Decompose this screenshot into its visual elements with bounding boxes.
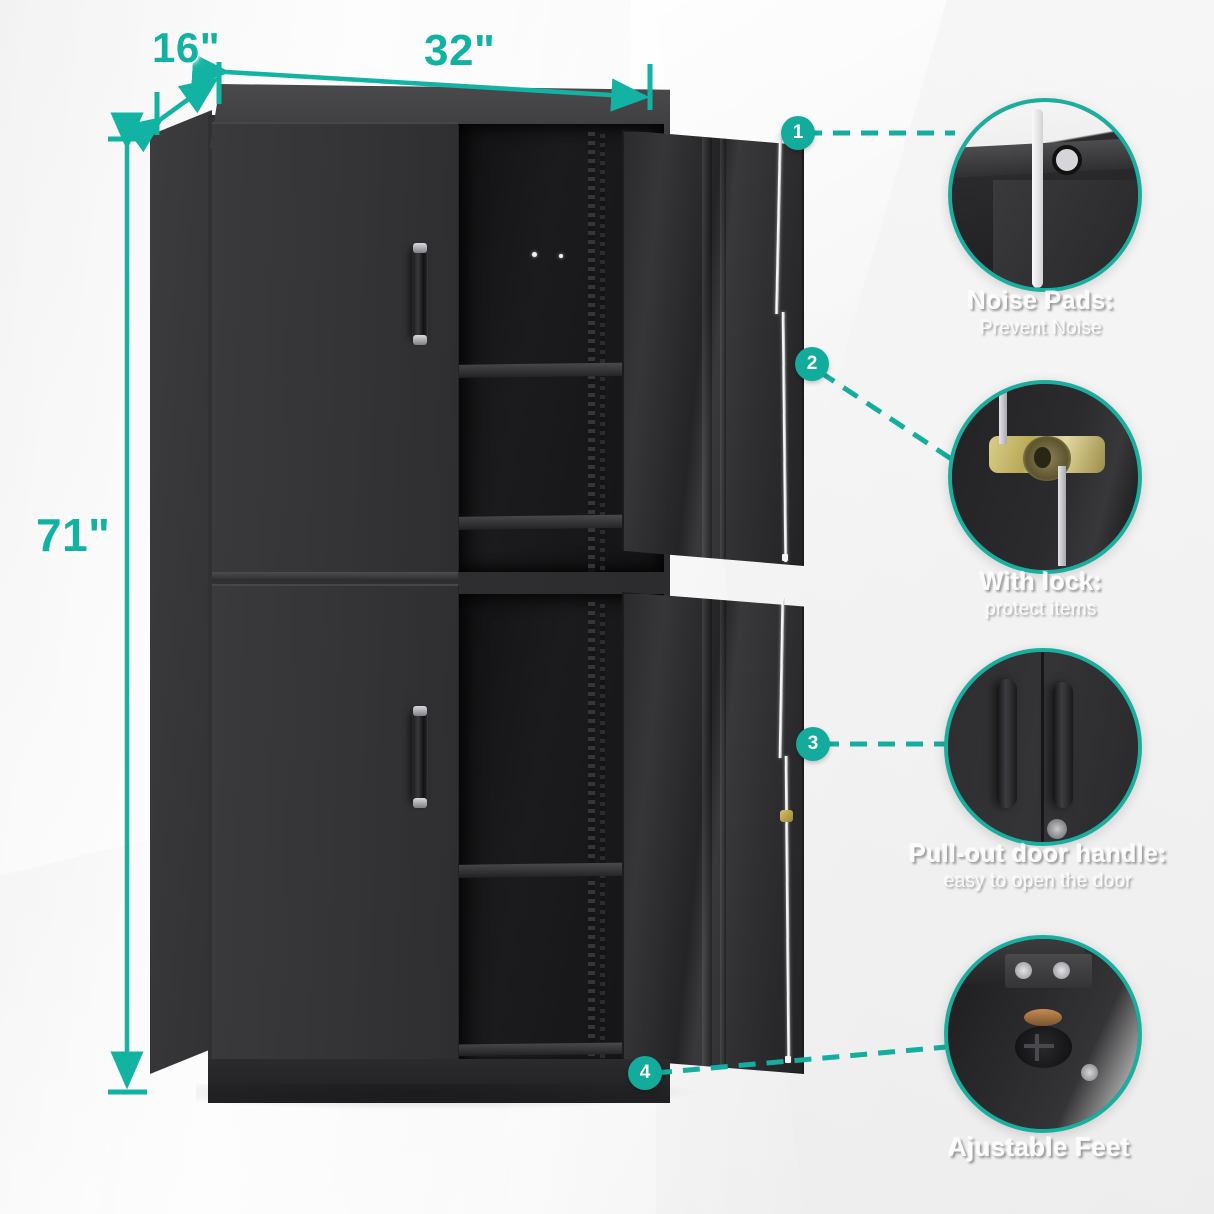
side-screw [1081, 1064, 1098, 1082]
lower-door-handle[interactable] [412, 706, 428, 808]
door-rib [720, 594, 726, 1072]
upper-shelf-2 [456, 514, 670, 530]
upper-left-door[interactable] [212, 122, 459, 572]
door-rib [720, 132, 726, 564]
shelf-adjustment-rail [588, 132, 595, 572]
caption-1: Noise Pads: Prevent Noise [967, 287, 1115, 339]
lock-rod-cap [775, 134, 781, 141]
noise-pad-detail-photo [948, 98, 1142, 292]
lock-rod-lower [1058, 465, 1067, 567]
handle-detail-photo [944, 648, 1142, 846]
height-dimension-label: 71" [36, 509, 111, 561]
noise-pad-rod [1031, 109, 1043, 288]
door-rib [702, 594, 712, 1072]
lock-rod-cap [782, 554, 788, 561]
callout-badge-2[interactable]: 2 [795, 347, 829, 381]
cabinet-floor [456, 1042, 670, 1056]
left-pull-handle [997, 678, 1018, 808]
caption-3: Pull-out door handle: easy to open the d… [909, 840, 1167, 892]
bracket-screw [1052, 961, 1070, 979]
depth-dimension-label: 16" [152, 24, 221, 71]
lock-cylinder-icon [1046, 819, 1067, 840]
lock-rod-cap [785, 1056, 791, 1063]
lock-latch-hardware [780, 810, 793, 822]
caption-4: Ajustable Feet [948, 1132, 1130, 1162]
foot-washer [1024, 1009, 1062, 1027]
callout-badge-1[interactable]: 1 [781, 116, 815, 150]
shelf-adjustment-rail [600, 134, 605, 570]
lower-left-door[interactable] [212, 584, 459, 1078]
shelf-adjustment-rail [588, 602, 595, 1070]
adjustable-feet-detail-photo [944, 935, 1142, 1133]
lock-rod-cap [778, 594, 784, 601]
shelf-peg-hole [532, 252, 537, 257]
caption-2: With lock: protect items [979, 568, 1103, 620]
upper-right-door-open[interactable] [622, 130, 804, 566]
shelf-peg-hole [559, 254, 563, 258]
cabinet-ground-shadow [196, 1084, 696, 1110]
cabinet-base-plinth [208, 1059, 670, 1103]
callout-badge-3[interactable]: 3 [796, 727, 830, 761]
upper-door-handle[interactable] [412, 243, 428, 345]
lock-detail-photo [948, 380, 1142, 574]
noise-pad-bumper [1052, 144, 1083, 175]
bracket-screw [1014, 961, 1032, 979]
right-pull-handle [1052, 682, 1073, 808]
shelf-adjustment-rail [600, 604, 605, 1068]
lower-shelf-1 [456, 862, 670, 878]
lock-rod-upper [998, 387, 1007, 444]
width-dimension-label: 32" [424, 26, 496, 75]
product-image-cabinet [150, 84, 804, 1110]
door-divider-seam [212, 572, 458, 581]
door-rib [702, 132, 712, 564]
upper-shelf-1 [456, 362, 670, 378]
lower-right-door-open[interactable] [622, 592, 804, 1074]
callout-badge-4[interactable]: 4 [628, 1056, 662, 1090]
cabinet-left-side-panel [150, 110, 212, 1074]
